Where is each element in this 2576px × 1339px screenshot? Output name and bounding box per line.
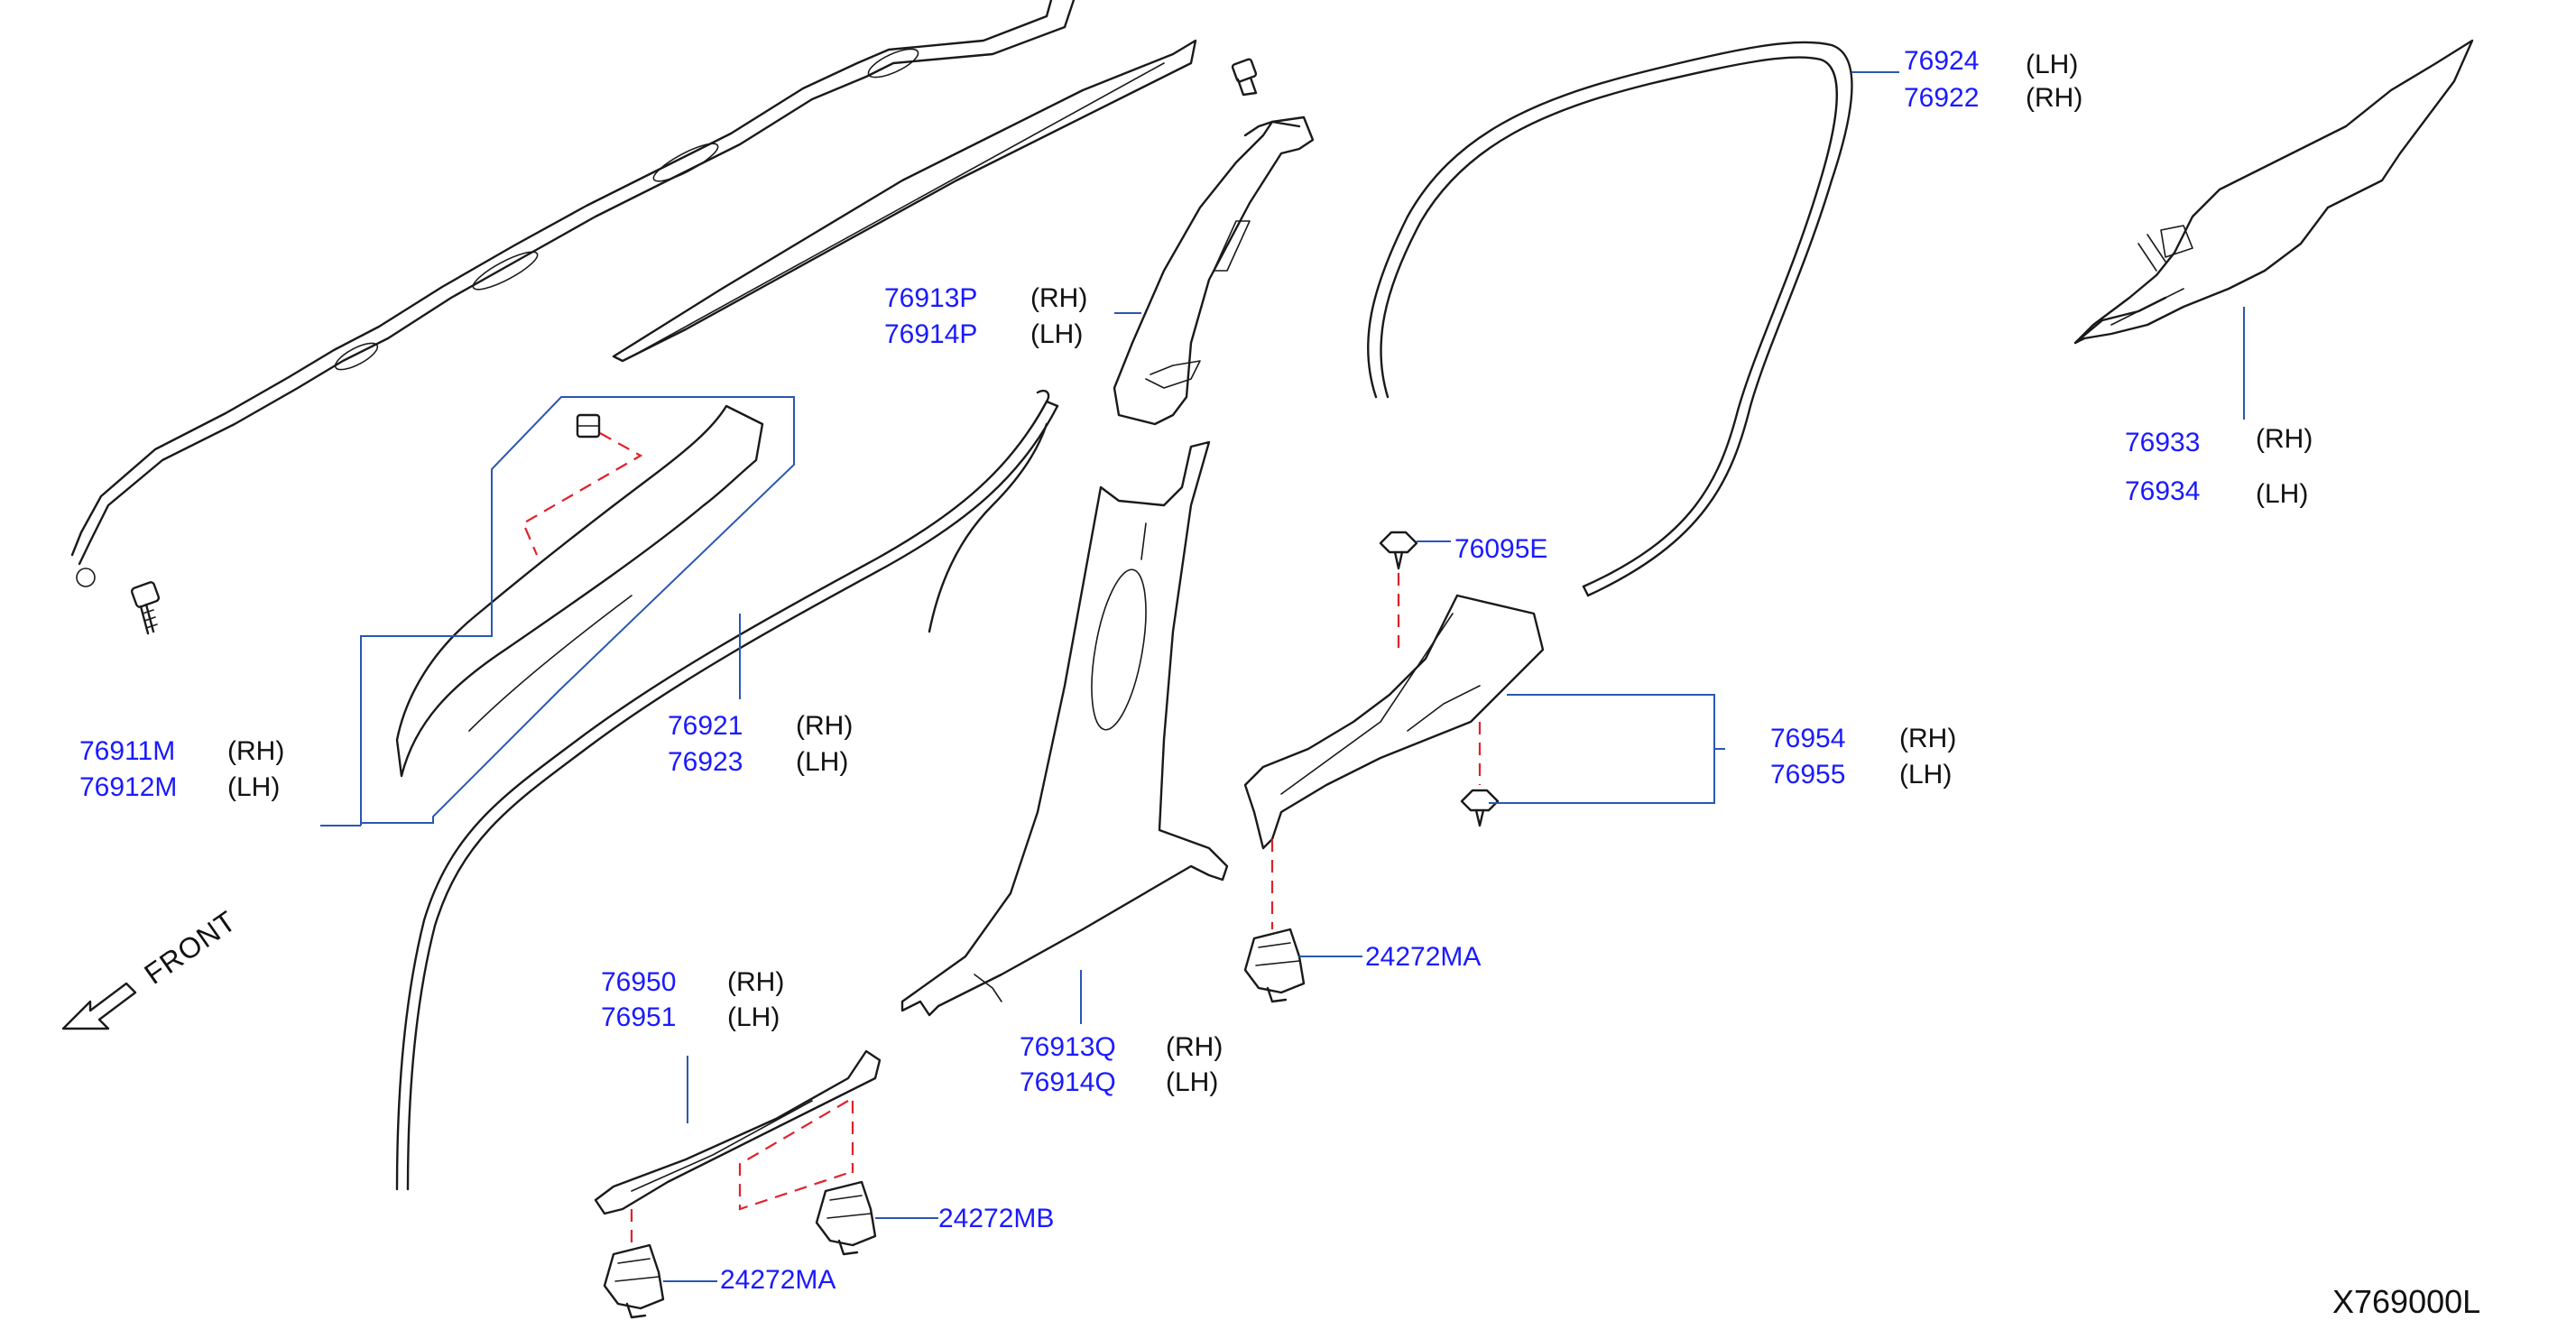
part-number: 76912M xyxy=(79,772,177,802)
part-number: 76914P xyxy=(884,319,977,349)
part-number: 76934 xyxy=(2125,476,2200,506)
clip-76095e xyxy=(1379,531,1418,570)
part-number: 76923 xyxy=(668,747,743,777)
part-side: (LH) xyxy=(2026,50,2078,79)
clip-24272mb xyxy=(815,1180,877,1256)
center-pillar-lower-garnish xyxy=(900,440,1229,1017)
part-side: (LH) xyxy=(2256,479,2308,509)
part-side: (RH) xyxy=(727,967,784,997)
callout-76924-76922: 76924 (LH) 76922 (RH) xyxy=(1904,46,2082,113)
part-number: 76954 xyxy=(1770,724,1845,753)
part-number: 76955 xyxy=(1770,760,1845,790)
callout-24272ma-left: 24272MA xyxy=(720,1265,836,1295)
callout-76950-76951: 76950 (RH) 76951 (LH) xyxy=(601,967,784,1032)
part-number: 76095E xyxy=(1454,534,1547,564)
part-number: 76933 xyxy=(2125,428,2200,457)
part-number: 24272MB xyxy=(938,1204,1054,1233)
center-pillar-upper-garnish xyxy=(1113,115,1315,426)
part-number: 76924 xyxy=(1904,46,1979,76)
part-side: (RH) xyxy=(1899,724,1956,753)
part-side: (LH) xyxy=(796,747,848,777)
part-number: 76950 xyxy=(601,967,676,997)
part-side: (RH) xyxy=(2026,83,2082,113)
front-kicking-plate xyxy=(594,1049,882,1215)
leader-lines xyxy=(320,71,2245,1282)
front-label: FRONT xyxy=(138,904,242,991)
callout-76954-76955: 76954 (RH) 76955 (LH) xyxy=(1770,724,1956,790)
callout-24272ma-right: 24272MA xyxy=(1365,942,1481,972)
front-pillar-garnish xyxy=(395,389,1059,1191)
part-side: (RH) xyxy=(796,711,853,741)
front-pillar-upper-trim xyxy=(395,404,764,778)
clip-24272ma-left xyxy=(603,1243,665,1319)
part-side: (LH) xyxy=(1899,760,1952,790)
callout-76913q-76914q: 76913Q (RH) 76914Q (LH) xyxy=(1020,1032,1223,1097)
clip-24272ma-right xyxy=(1243,928,1306,1003)
part-side: (LH) xyxy=(1030,319,1083,349)
part-side: (RH) xyxy=(227,736,284,766)
part-side: (RH) xyxy=(2256,424,2313,454)
part-side: (RH) xyxy=(1030,283,1087,313)
callout-76911m-76912m: 76911M (RH) 76912M (LH) xyxy=(79,736,284,802)
bolt-left xyxy=(130,581,161,635)
part-number: 24272MA xyxy=(720,1265,836,1295)
part-number: 76914Q xyxy=(1020,1067,1116,1097)
part-number: 76922 xyxy=(1904,83,1979,113)
part-number: 76913Q xyxy=(1020,1032,1116,1062)
callout-76933-76934: 76933 (RH) 76934 (LH) xyxy=(2125,424,2313,509)
part-number: 76921 xyxy=(668,711,743,741)
clip-kicking-plate xyxy=(1460,789,1500,827)
front-arrow: FRONT xyxy=(61,904,242,1030)
roof-rail-trim xyxy=(70,0,1076,587)
part-side: (RH) xyxy=(1166,1032,1223,1062)
part-number: 76911M xyxy=(79,736,175,766)
callout-76095e: 76095E xyxy=(1454,534,1547,564)
fastener-lines xyxy=(522,432,1482,1250)
rear-pillar-garnish xyxy=(2073,39,2474,345)
diagram-id: X769000L xyxy=(2332,1283,2480,1320)
rear-kicking-plate xyxy=(1243,594,1545,850)
part-side: (LH) xyxy=(1166,1067,1218,1097)
bolt-top xyxy=(1231,58,1258,97)
callout-76913p-76914p: 76913P (RH) 76914P (LH) xyxy=(884,283,1087,349)
part-side: (LH) xyxy=(227,772,280,802)
part-number: 76913P xyxy=(884,283,977,313)
part-side: (LH) xyxy=(727,1002,780,1032)
roof-side-molding xyxy=(612,39,1197,363)
callout-24272mb: 24272MB xyxy=(938,1204,1054,1233)
part-number: 24272MA xyxy=(1365,942,1481,972)
callout-76921-76923: 76921 (RH) 76923 (LH) xyxy=(668,711,853,777)
door-opening-welt xyxy=(1367,41,1853,597)
part-number: 76951 xyxy=(601,1002,676,1032)
